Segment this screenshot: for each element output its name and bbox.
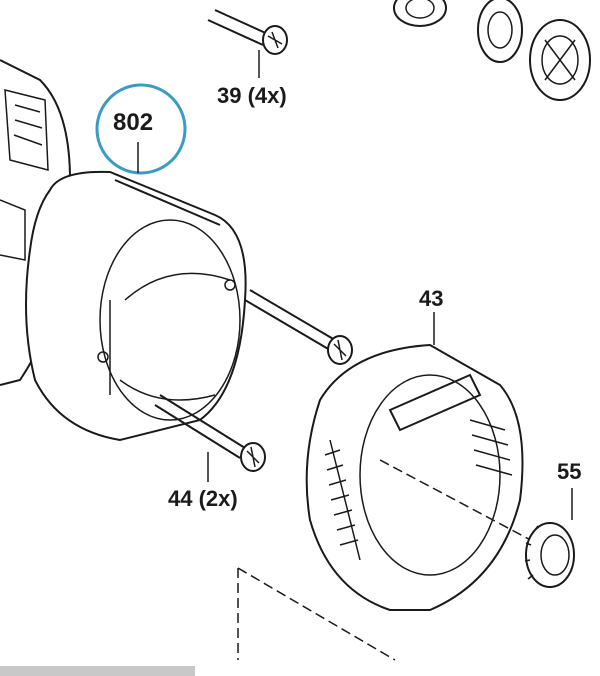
stator-802 (25, 170, 247, 442)
horizontal-scrollbar[interactable] (0, 666, 195, 676)
screw-44-lower (154, 394, 266, 472)
callout-55: 55 (557, 459, 581, 484)
screw-39-top (207, 9, 288, 55)
dashed-assembly-bracket (237, 567, 396, 661)
callout-43: 43 (419, 286, 443, 311)
bearing-55 (524, 522, 575, 588)
fan-baffle-43 (305, 343, 524, 611)
top-right-washers (393, 0, 591, 101)
highlight-circle-802 (95, 83, 187, 175)
callout-44: 44 (2x) (168, 486, 238, 511)
callout-802: 802 (113, 109, 153, 136)
screw-44-upper (244, 289, 353, 365)
callout-39: 39 (4x) (217, 83, 287, 108)
center-axis-line (379, 459, 541, 546)
